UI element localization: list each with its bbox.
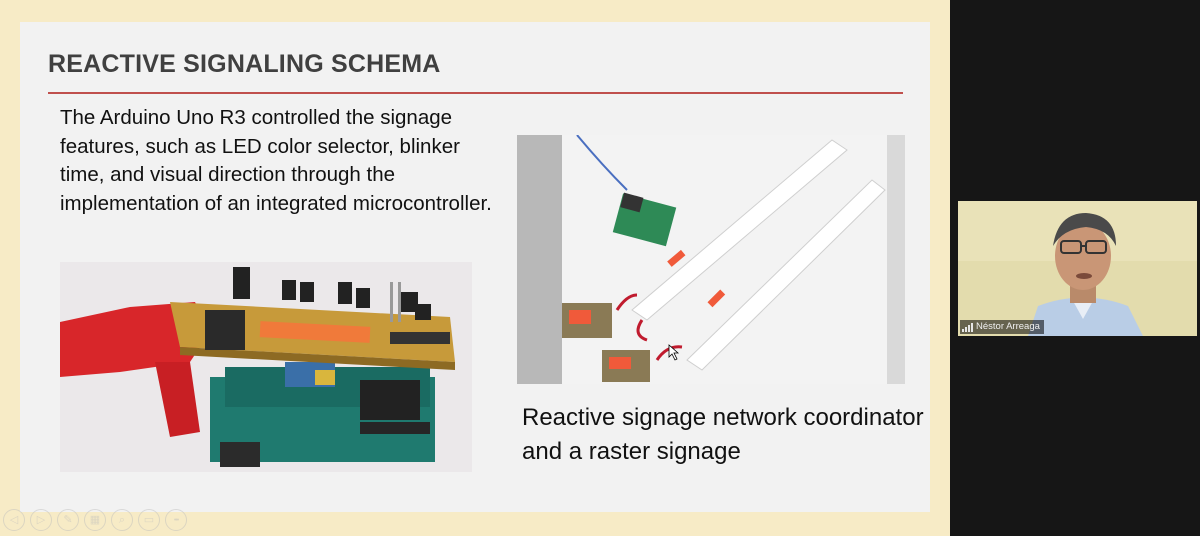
signal-bars-icon	[962, 322, 973, 332]
raster-signage-photo	[517, 135, 905, 384]
title-underline	[48, 92, 903, 94]
slide-frame: REACTIVE SIGNALING SCHEMA The Arduino Un…	[0, 0, 950, 536]
arrow-left-icon: ◁	[9, 513, 19, 526]
pen-button[interactable]: ✎	[57, 509, 79, 531]
more-options-button[interactable]: •••	[165, 509, 187, 531]
slides-grid-button[interactable]: ▦	[84, 509, 106, 531]
presentation-slide: REACTIVE SIGNALING SCHEMA The Arduino Un…	[20, 22, 930, 512]
grid-icon: ▦	[89, 513, 101, 526]
pen-icon: ✎	[63, 513, 73, 526]
participant-video-tile[interactable]: Néstor Arreaga	[958, 201, 1197, 336]
arrow-right-icon: ▷	[36, 513, 46, 526]
arduino-shield-photo	[60, 262, 472, 472]
more-icon: •••	[173, 516, 179, 524]
previous-slide-button[interactable]: ◁	[3, 509, 25, 531]
slideshow-toolbar: ◁ ▷ ✎ ▦ ⌕ ▭ •••	[3, 509, 187, 533]
subtitles-button[interactable]: ▭	[138, 509, 160, 531]
next-slide-button[interactable]: ▷	[30, 509, 52, 531]
magnifier-icon: ⌕	[118, 513, 126, 526]
subtitles-icon: ▭	[143, 513, 155, 526]
participant-name: Néstor Arreaga	[976, 321, 1040, 332]
slide-title: REACTIVE SIGNALING SCHEMA	[48, 50, 441, 78]
photo-caption: Reactive signage network coordinator and…	[522, 404, 924, 465]
zoom-button[interactable]: ⌕	[111, 509, 133, 531]
slide-body-text: The Arduino Uno R3 controlled the signag…	[60, 106, 492, 215]
participant-video	[958, 201, 1197, 336]
participant-name-tag: Néstor Arreaga	[960, 320, 1044, 334]
